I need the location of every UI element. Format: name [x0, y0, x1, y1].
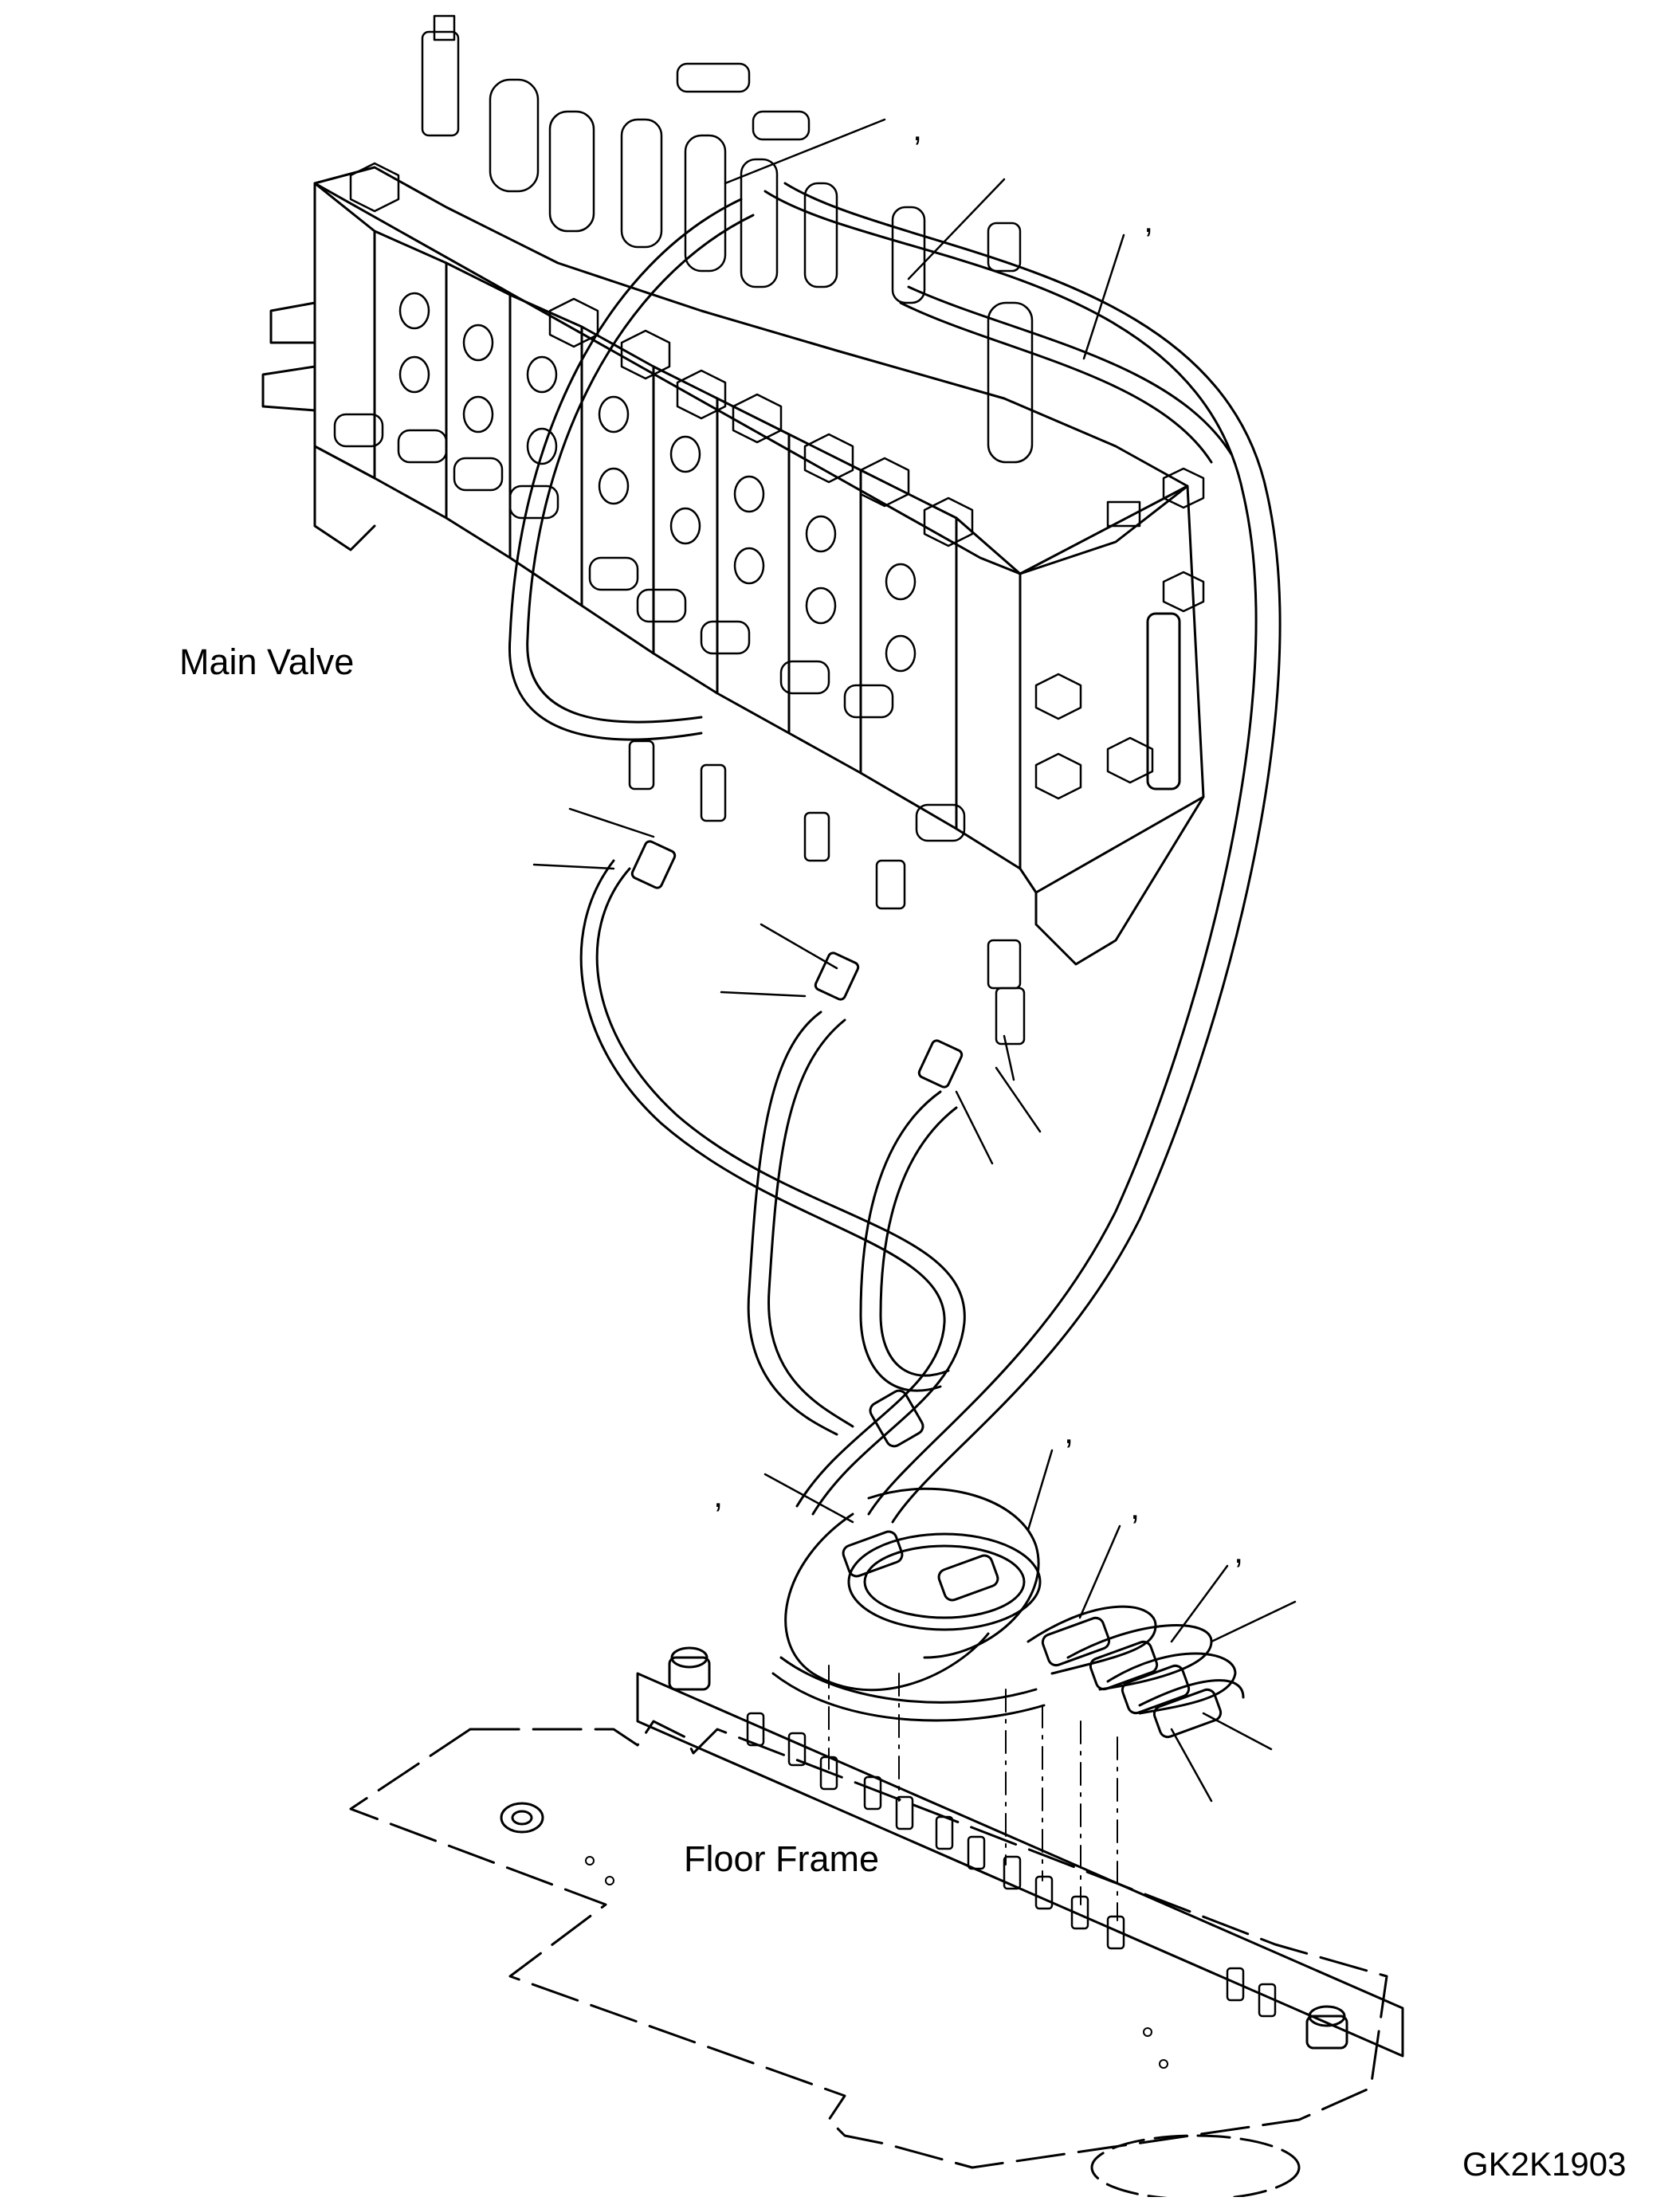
main-valve-body — [261, 14, 1205, 966]
callout-comma: , — [913, 109, 923, 148]
valve-bottom-fittings — [628, 740, 1026, 1081]
main-valve-label: Main Valve — [179, 641, 355, 682]
callout-comma: , — [1130, 1488, 1140, 1527]
callout-comma: , — [1144, 201, 1154, 240]
floor-frame-label: Floor Frame — [684, 1838, 880, 1879]
drawing-code: GK2K1903 — [1462, 2145, 1627, 2183]
placement-lines — [828, 1665, 1118, 1921]
hydraulic-hoses — [508, 182, 1282, 1739]
floor-frame — [349, 1646, 1404, 2201]
leader-lines — [532, 118, 1297, 1803]
callout-comma: , — [713, 1476, 724, 1515]
callout-comma: , — [1064, 1412, 1074, 1451]
callout-comma: , — [1234, 1532, 1244, 1571]
